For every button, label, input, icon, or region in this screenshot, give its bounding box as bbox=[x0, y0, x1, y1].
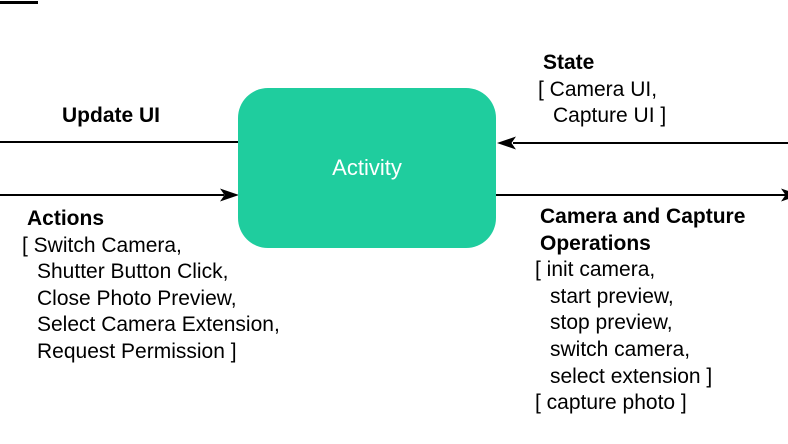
activity-box: Activity bbox=[238, 88, 496, 248]
actions-title: Actions bbox=[27, 207, 105, 230]
operations-line: stop preview, bbox=[550, 311, 673, 335]
operations-line: select extension ] bbox=[550, 364, 713, 388]
operations-line: start preview, bbox=[550, 284, 674, 308]
actions-arrowhead-right-icon bbox=[220, 188, 239, 202]
actions-label-block: Actions [ Switch Camera, Shutter Button … bbox=[22, 206, 280, 366]
top-left-line-stub bbox=[0, 1, 38, 4]
actions-line: Select Camera Extension, bbox=[37, 313, 280, 337]
actions-line: Shutter Button Click, bbox=[37, 260, 229, 284]
update-ui-arrow-line bbox=[0, 140, 239, 143]
actions-arrow-line bbox=[0, 193, 224, 197]
operations-title-line: Operations bbox=[540, 231, 651, 255]
state-line: Capture UI ] bbox=[553, 104, 667, 128]
state-arrowhead-left-icon bbox=[497, 136, 516, 150]
state-line: [ Camera UI, bbox=[538, 77, 658, 101]
operations-label-block: Camera and Capture Operations [ init cam… bbox=[535, 204, 745, 417]
state-arrow-line bbox=[513, 141, 788, 144]
update-ui-label: Update UI bbox=[62, 104, 161, 127]
operations-title-line: Camera and Capture bbox=[540, 205, 746, 228]
operations-line: switch camera, bbox=[550, 337, 691, 361]
operations-line: [ init camera, bbox=[535, 258, 656, 282]
operations-line: [ capture photo ] bbox=[535, 391, 687, 415]
activity-box-label: Activity bbox=[332, 155, 402, 180]
actions-line: [ Switch Camera, bbox=[22, 233, 182, 257]
actions-line: Close Photo Preview, bbox=[37, 286, 237, 310]
state-label-block: State [ Camera UI, Capture UI ] bbox=[538, 50, 666, 130]
state-title: State bbox=[543, 51, 595, 74]
actions-line: Request Permission ] bbox=[37, 339, 237, 363]
operations-arrow-line bbox=[496, 193, 788, 197]
operations-arrowhead-right-icon bbox=[781, 188, 788, 202]
